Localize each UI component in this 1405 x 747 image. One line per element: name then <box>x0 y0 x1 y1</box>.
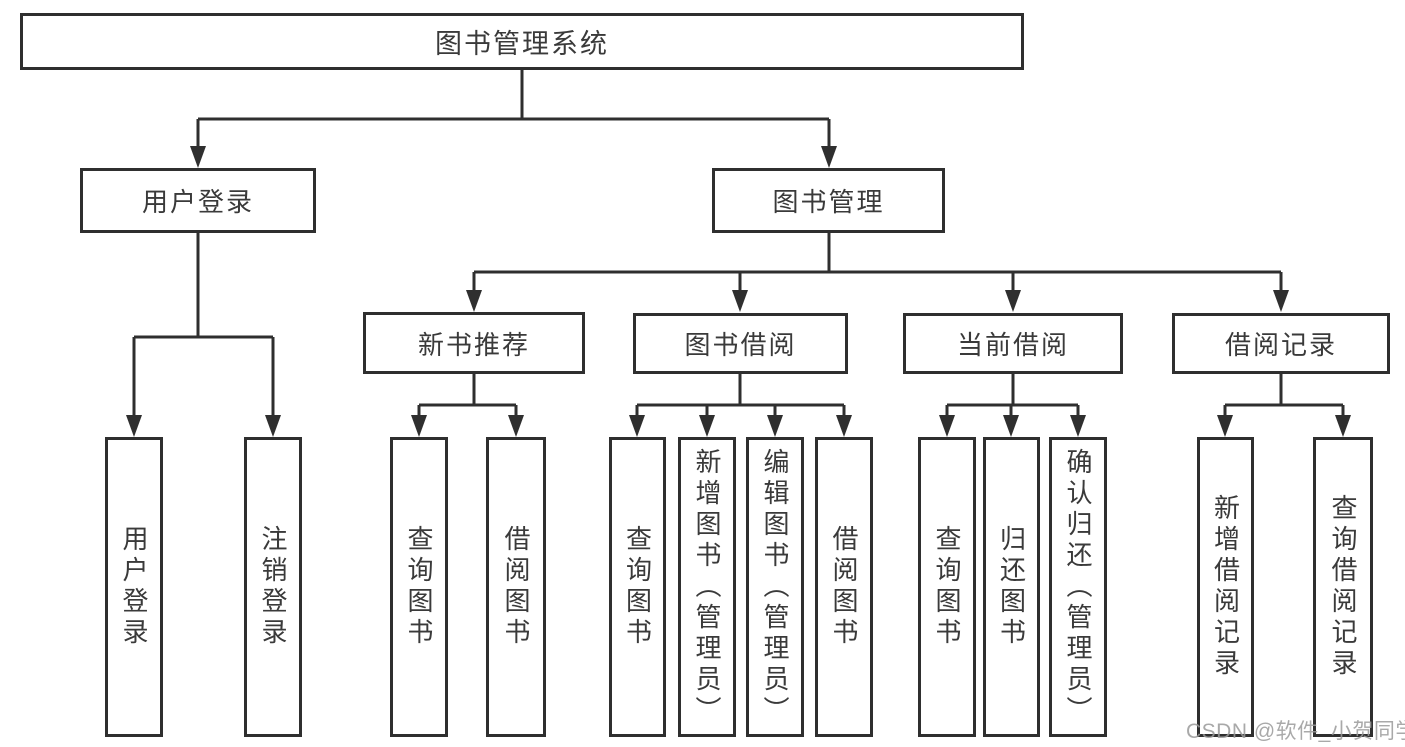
leaf-label: 注销登录 <box>258 525 288 649</box>
leaf-label: 借阅图书 <box>501 525 531 649</box>
watermark: CSDN @软件_小贺同学 <box>1186 720 1405 743</box>
leaf-label: 查询图书 <box>622 525 653 649</box>
leaf-user-login: 用户登录 <box>105 437 163 737</box>
leaf-label: 查询图书 <box>932 525 962 649</box>
node-current-borrow: 当前借阅 <box>903 313 1123 374</box>
leaf-current-query-books: 查询图书 <box>918 437 976 737</box>
node-new-book-recommend: 新书推荐 <box>363 312 585 374</box>
leaf-label: 查询图书 <box>404 525 434 649</box>
node-borrow-records: 借阅记录 <box>1172 313 1390 374</box>
leaf-borrow-borrow-books: 借阅图书 <box>815 437 873 737</box>
leaf-records-query: 查询借阅记录 <box>1313 437 1373 737</box>
leaf-borrow-query-books: 查询图书 <box>609 437 666 737</box>
leaf-new-books-query: 查询图书 <box>390 437 448 737</box>
leaf-borrow-add-books-admin: 新增图书（管理员） <box>678 437 736 737</box>
leaf-label: 用户登录 <box>119 525 149 649</box>
leaf-borrow-edit-books-admin: 编辑图书（管理员） <box>746 437 804 737</box>
leaf-current-confirm-return-admin: 确认归还（管理员） <box>1049 437 1107 737</box>
leaf-label: 借阅图书 <box>829 525 859 649</box>
node-book-management: 图书管理 <box>712 168 945 233</box>
node-user-login: 用户登录 <box>80 168 316 233</box>
leaf-records-add: 新增借阅记录 <box>1197 437 1254 737</box>
leaf-label: 确认归还（管理员） <box>1063 447 1093 727</box>
leaf-current-return-books: 归还图书 <box>983 437 1040 737</box>
node-book-borrow: 图书借阅 <box>633 313 848 374</box>
leaf-label: 编辑图书（管理员） <box>760 447 790 727</box>
leaf-label: 新增借阅记录 <box>1210 494 1241 680</box>
leaf-label: 查询借阅记录 <box>1328 494 1358 680</box>
leaf-new-books-borrow: 借阅图书 <box>486 437 546 737</box>
leaf-label: 归还图书 <box>996 525 1027 649</box>
node-library-system: 图书管理系统 <box>20 13 1024 70</box>
leaf-logout: 注销登录 <box>244 437 302 737</box>
leaf-label: 新增图书（管理员） <box>692 447 722 727</box>
